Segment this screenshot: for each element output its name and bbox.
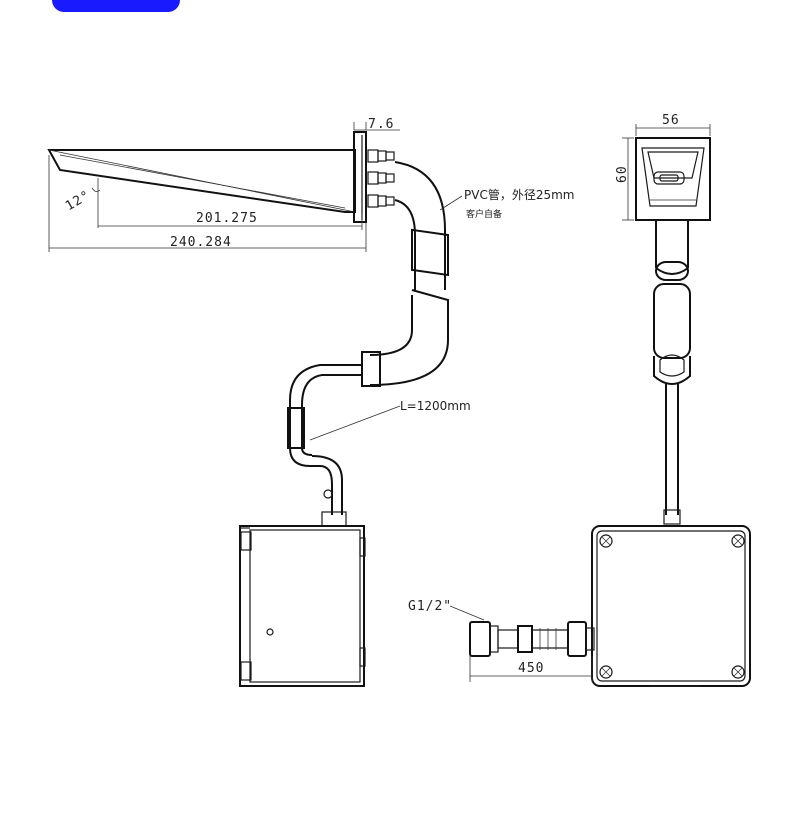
pvc-pipe-sublabel: 客户自备 bbox=[466, 208, 502, 220]
inlet-hose: 450 G1/2" bbox=[408, 599, 595, 682]
cable-left: L=1200mm bbox=[287, 364, 471, 527]
angle-dim: 12° bbox=[63, 188, 93, 214]
pvc-pipe-label: PVC管，外径25mm bbox=[464, 187, 574, 202]
model-badge bbox=[52, 0, 180, 12]
pipe-front bbox=[653, 220, 691, 525]
dim-plate-width: 7.6 bbox=[368, 117, 394, 132]
sensor-front-view: 56 60 bbox=[615, 113, 711, 221]
dim-length-outer: 240.284 bbox=[170, 235, 232, 250]
cable-length-label: L=1200mm bbox=[400, 399, 471, 413]
thread-label: G1/2" bbox=[408, 599, 452, 614]
control-box-side bbox=[239, 525, 366, 687]
control-box-front bbox=[591, 525, 751, 687]
dim-length-inner: 201.275 bbox=[196, 211, 258, 226]
spout-side-view: 12° 201.275 240.284 7.6 bbox=[47, 117, 400, 252]
dim-sensor-height: 60 bbox=[615, 165, 630, 183]
dim-sensor-width: 56 bbox=[662, 113, 680, 128]
dim-hose-length: 450 bbox=[518, 661, 544, 676]
pvc-pipe-left: PVC管，外径25mm 客户自备 bbox=[361, 161, 574, 387]
